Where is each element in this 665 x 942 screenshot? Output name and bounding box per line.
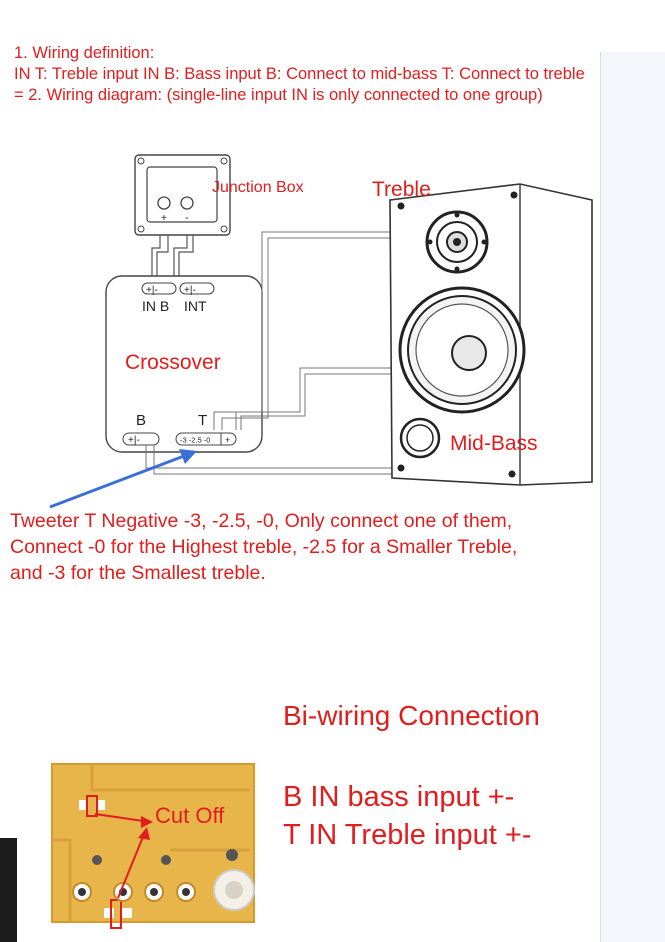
- definition-line-1: 1. Wiring definition:: [14, 44, 155, 62]
- tweeter-note: Tweeter T Negative -3, -2.5, -0, Only co…: [10, 508, 517, 586]
- int-label: INT: [184, 298, 207, 314]
- junction-box-label: Junction Box: [212, 179, 304, 196]
- tweeter-tap-arrow: [49, 449, 197, 509]
- biwiring-title: Bi-wiring Connection: [283, 700, 540, 731]
- inb-label: IN B: [142, 298, 169, 314]
- biwiring-line-1: B IN bass input +-: [283, 781, 515, 813]
- speaker-cabinet: [389, 183, 593, 486]
- definition-line-3: = 2. Wiring diagram: (single-line input …: [14, 86, 543, 104]
- b-terminal-polarity: +|-: [128, 435, 140, 446]
- crossover-board: +|- +|- IN B INT Crossover B T +|- -3 -2…: [105, 275, 263, 453]
- right-side-panel: [600, 52, 665, 942]
- wiring-definition: 1. Wiring definition: IN T: Treble input…: [14, 43, 585, 106]
- biwiring-line-2: T IN Treble input +-: [283, 819, 532, 851]
- inb-terminal-polarity: +|-: [146, 285, 158, 296]
- midbass-label: Mid-Bass: [450, 432, 538, 455]
- note-line-3: and -3 for the Smallest treble.: [10, 562, 266, 584]
- speaker-wires: [145, 231, 420, 475]
- b-output-label: B: [136, 412, 146, 429]
- note-line-2: Connect -0 for the Highest treble, -2.5 …: [10, 536, 518, 558]
- tweeter-plus: +: [225, 435, 230, 445]
- pcb-photo: Cut Off: [51, 763, 255, 929]
- cut-off-label: Cut Off: [155, 803, 225, 828]
- tweeter: [425, 210, 489, 274]
- woofer: [398, 286, 526, 414]
- biwiring-inputs: B IN bass input +- T IN Treble input +-: [283, 778, 532, 854]
- tweeter-taps: -3 -2.5 -0: [180, 436, 210, 445]
- note-line-1: Tweeter T Negative -3, -2.5, -0, Only co…: [10, 510, 513, 532]
- left-dark-strip: [0, 838, 17, 942]
- definition-line-2: IN T: Treble input IN B: Bass input B: C…: [14, 65, 585, 83]
- junction-minus: -: [185, 212, 189, 224]
- treble-label: Treble: [372, 178, 431, 201]
- int-terminal-polarity: +|-: [184, 285, 196, 296]
- bass-port: [399, 417, 441, 459]
- input-wires: [151, 235, 194, 283]
- t-output-label: T: [198, 412, 207, 429]
- junction-plus: +: [161, 213, 167, 224]
- junction-box: + -: [134, 154, 231, 236]
- crossover-label: Crossover: [125, 351, 221, 374]
